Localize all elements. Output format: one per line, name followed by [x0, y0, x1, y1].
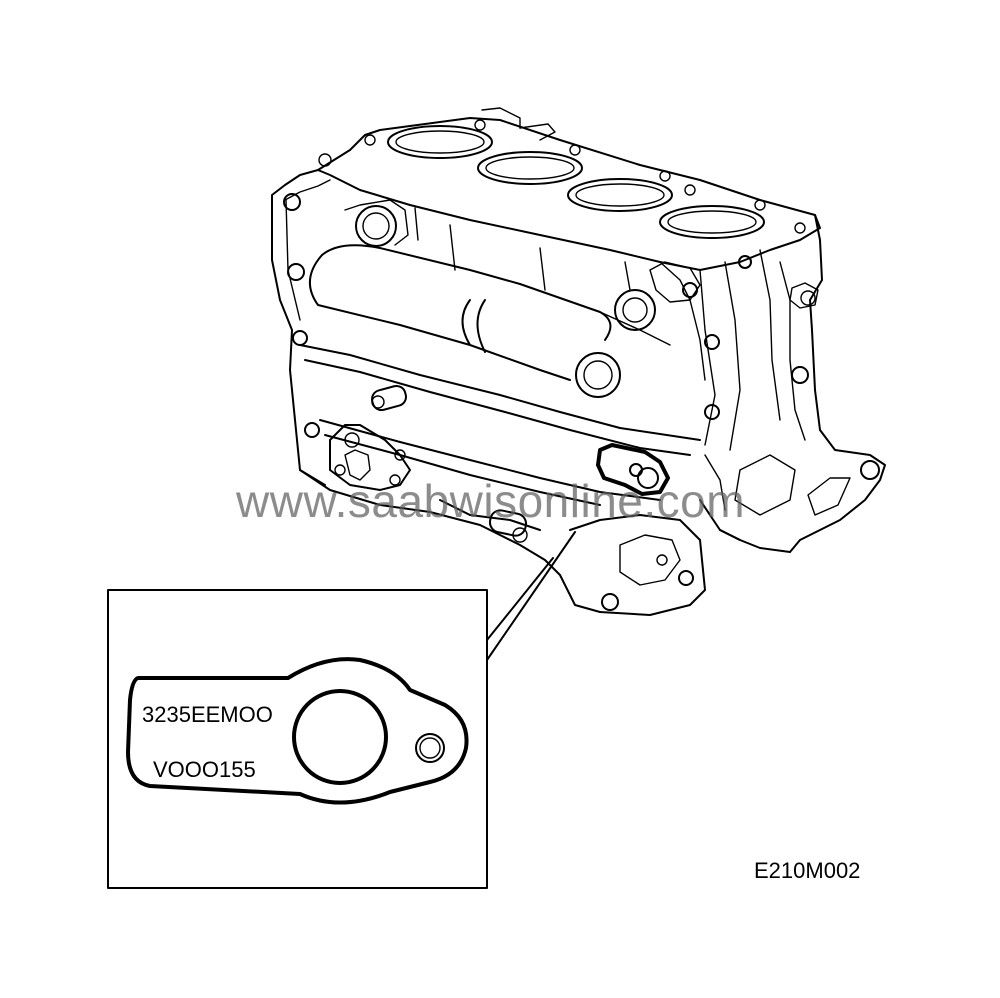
watermark-text: www.saabwisonline.com — [236, 475, 746, 527]
gasket-marking-line2: VOOO155 — [153, 757, 256, 782]
detail-inset-box — [107, 589, 488, 889]
gasket-marking-line1: 3235EEMOO — [142, 702, 273, 727]
gasket-highlight-on-block — [596, 443, 670, 496]
figure-id-label: E210M002 — [754, 858, 861, 883]
detail-leader-line — [486, 531, 576, 661]
gasket-detail — [126, 657, 469, 805]
engine-block — [271, 107, 886, 616]
